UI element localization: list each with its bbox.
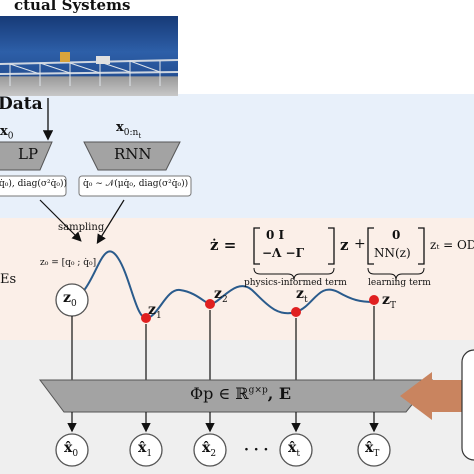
z0-equation: z₀ = [q₀ ; q̇₀] bbox=[40, 258, 96, 268]
plus-sign: + bbox=[354, 236, 366, 252]
out0-label: x̂0 bbox=[64, 440, 78, 459]
zdot-label: ż = bbox=[210, 236, 236, 254]
z2-label: z2 bbox=[214, 286, 228, 305]
zt-node bbox=[291, 307, 301, 317]
learning-term-label: learning term bbox=[368, 278, 431, 288]
rnn-label: RNN bbox=[114, 145, 152, 163]
outT-label: x̂T bbox=[365, 440, 379, 459]
zT-label: zT bbox=[382, 292, 396, 311]
zT-node bbox=[369, 295, 379, 305]
sampling-arrow-left bbox=[40, 200, 80, 240]
outt-label: x̂t bbox=[288, 440, 300, 459]
matrix-bracket-right bbox=[328, 228, 334, 264]
out1-label: x̂1 bbox=[138, 440, 152, 459]
z-after-matrix: z bbox=[340, 236, 349, 254]
mlp-label: LP bbox=[18, 145, 38, 163]
rnn-dist-text: q̇₀ ∼ 𝒩(μq̇₀, diag(σ²q̇₀)) bbox=[83, 179, 188, 189]
out2-label: x̂2 bbox=[202, 440, 216, 459]
right-panel-box bbox=[462, 350, 474, 460]
matrix-row1: 0 I bbox=[266, 228, 284, 242]
decoder-label: Φp ∈ ℝg×p, E bbox=[190, 384, 291, 403]
mlp-dist-text: q̇₀), diag(σ²q̇₀)) bbox=[0, 179, 67, 189]
z0-label: z0 bbox=[63, 290, 77, 309]
zt-label: zt bbox=[296, 286, 308, 305]
matrix-row2: −Λ −Γ bbox=[262, 246, 304, 260]
ellipsis: · · · bbox=[244, 442, 268, 458]
nn-bracket-right bbox=[418, 228, 424, 264]
nn-row2: NN(z) bbox=[374, 246, 411, 260]
matrix-bracket-left bbox=[254, 228, 260, 264]
z1-label: z1 bbox=[148, 302, 162, 321]
nn-row1: 0 bbox=[392, 228, 400, 242]
sampling-arrow-right bbox=[98, 200, 124, 242]
sampling-label: sampling bbox=[58, 222, 104, 233]
side-label: Es bbox=[0, 272, 16, 287]
zt-ode-label: zₜ = ODES bbox=[430, 238, 474, 252]
